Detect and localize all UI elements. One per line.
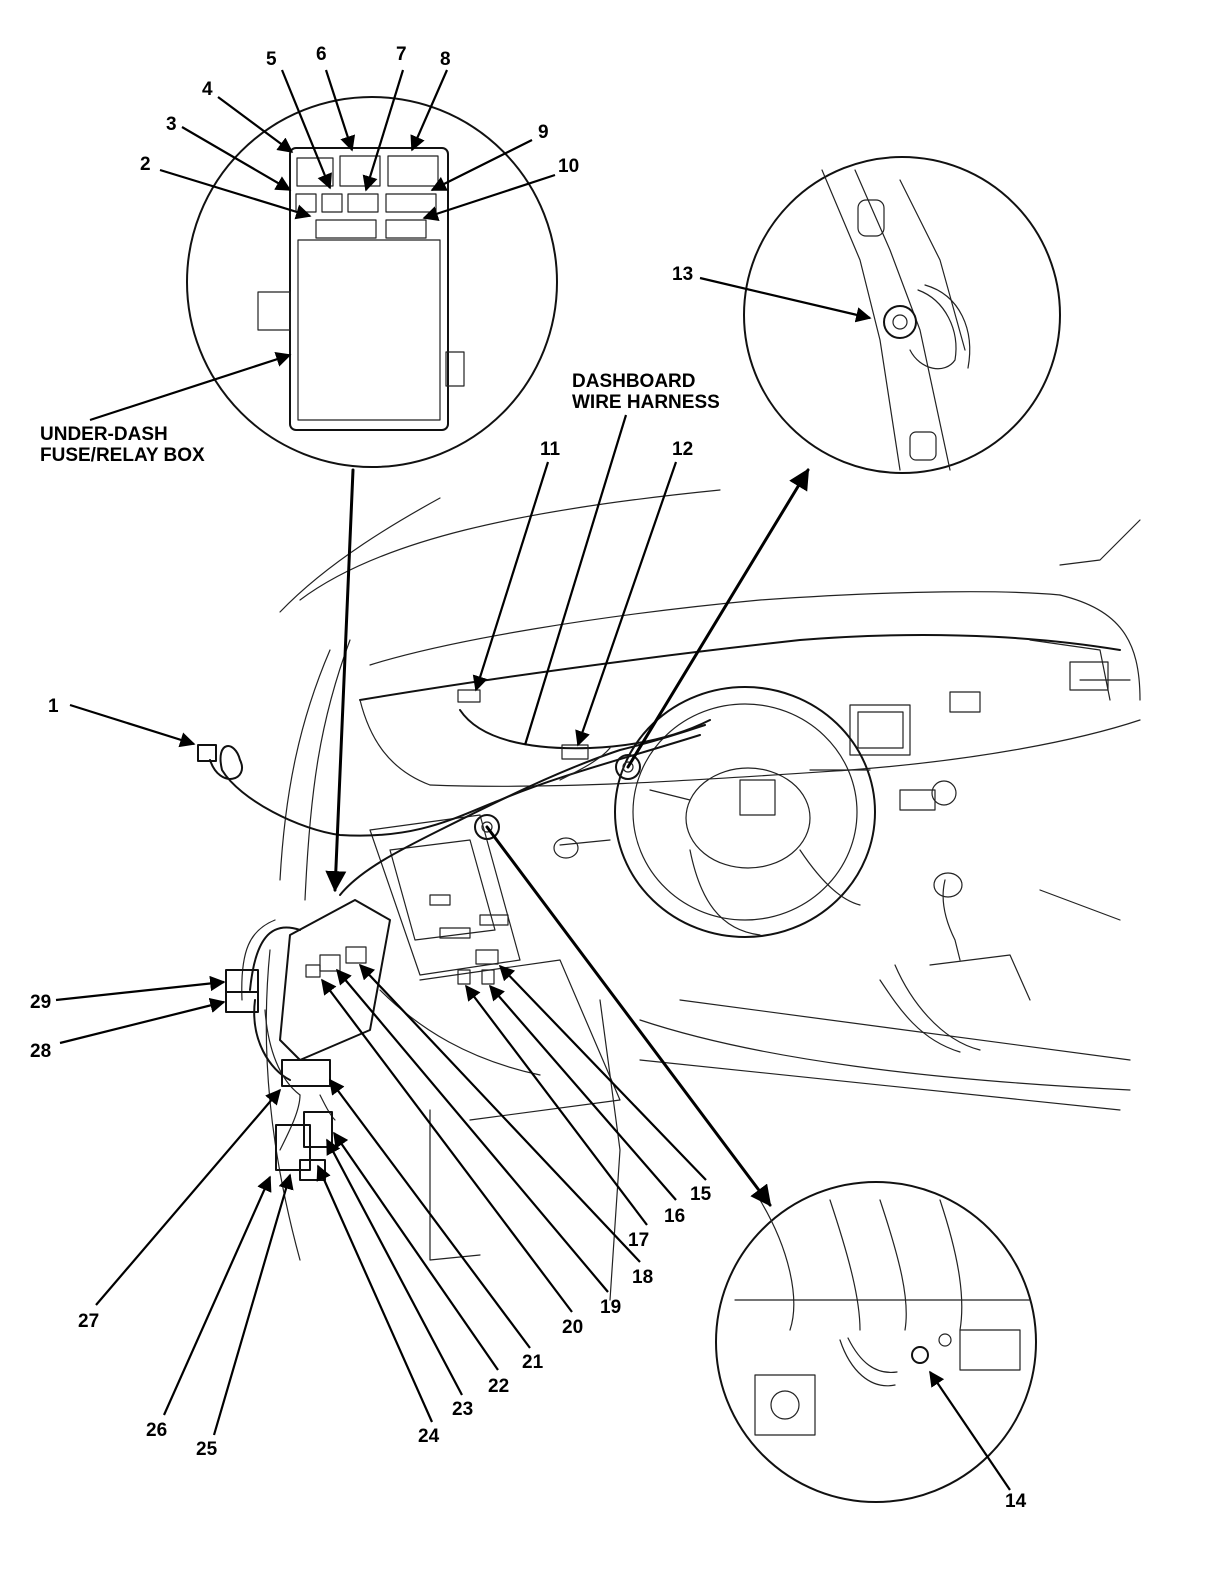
- callout-5: 5: [266, 49, 277, 70]
- callout-15: 15: [690, 1184, 712, 1205]
- callout-4: 4: [202, 79, 213, 100]
- connector-22: [303, 1111, 333, 1148]
- connector-8: [387, 155, 439, 187]
- connector-16: [481, 969, 495, 985]
- connector-6: [339, 155, 381, 187]
- harness-label-line1: DASHBOARD: [572, 371, 696, 392]
- callout-10: 10: [558, 156, 579, 177]
- callout-9: 9: [538, 122, 549, 143]
- callout-24: 24: [418, 1426, 440, 1447]
- callout-18: 18: [632, 1267, 653, 1288]
- callout-13: 13: [672, 264, 693, 285]
- callout-27: 27: [78, 1311, 99, 1332]
- callout-3: 3: [166, 114, 177, 135]
- connector-12: [561, 744, 589, 760]
- callout-21: 21: [522, 1352, 544, 1373]
- leader-lines: [55, 69, 1011, 1491]
- connector-18: [345, 946, 367, 964]
- grommet-13: [615, 754, 641, 780]
- callout-22: 22: [488, 1376, 509, 1397]
- callout-7: 7: [396, 44, 407, 65]
- callout-6: 6: [316, 44, 327, 65]
- callout-14: 14: [1005, 1491, 1027, 1512]
- connector-11: [457, 689, 481, 703]
- connector-9: [385, 193, 437, 213]
- connector-17: [457, 969, 471, 985]
- callout-17: 17: [628, 1230, 649, 1251]
- callout-28: 28: [30, 1041, 51, 1062]
- callout-29: 29: [30, 992, 51, 1013]
- connector-3: [295, 193, 317, 213]
- callout-25: 25: [196, 1439, 218, 1460]
- harness-label-line2: WIRE HARNESS: [572, 392, 720, 413]
- wire-harness: [197, 689, 711, 1181]
- callout-11: 11: [540, 439, 561, 460]
- connector-7: [347, 193, 379, 213]
- callout-16: 16: [664, 1206, 685, 1227]
- connector-21: [281, 1059, 331, 1087]
- steering-connector-detail: [743, 156, 1061, 474]
- callout-2: 2: [140, 154, 151, 175]
- connector-2: [315, 219, 377, 239]
- fuse-box-label-line2: FUSE/RELAY BOX: [40, 445, 205, 466]
- connector-4: [296, 157, 334, 187]
- callout-26: 26: [146, 1420, 167, 1441]
- text-labels: UNDER-DASH FUSE/RELAY BOX DASHBOARD WIRE…: [30, 44, 1027, 1512]
- connector-15: [475, 949, 499, 965]
- fuse-box-label-line1: UNDER-DASH: [40, 424, 168, 445]
- callout-20: 20: [562, 1317, 583, 1338]
- callout-23: 23: [452, 1399, 473, 1420]
- callout-19: 19: [600, 1297, 621, 1318]
- callout-1: 1: [48, 696, 59, 717]
- connector-5: [321, 193, 343, 213]
- connector-1: [197, 744, 217, 762]
- grommet-14: [474, 814, 500, 840]
- connector-19: [319, 954, 341, 972]
- callout-8: 8: [440, 49, 451, 70]
- fuse-relay-box-detail: [186, 96, 558, 468]
- floor-connector-detail: [715, 1181, 1037, 1503]
- connector-10: [385, 219, 427, 239]
- callout-12: 12: [672, 439, 693, 460]
- connector-20: [305, 964, 321, 978]
- connector-28: [225, 991, 259, 1013]
